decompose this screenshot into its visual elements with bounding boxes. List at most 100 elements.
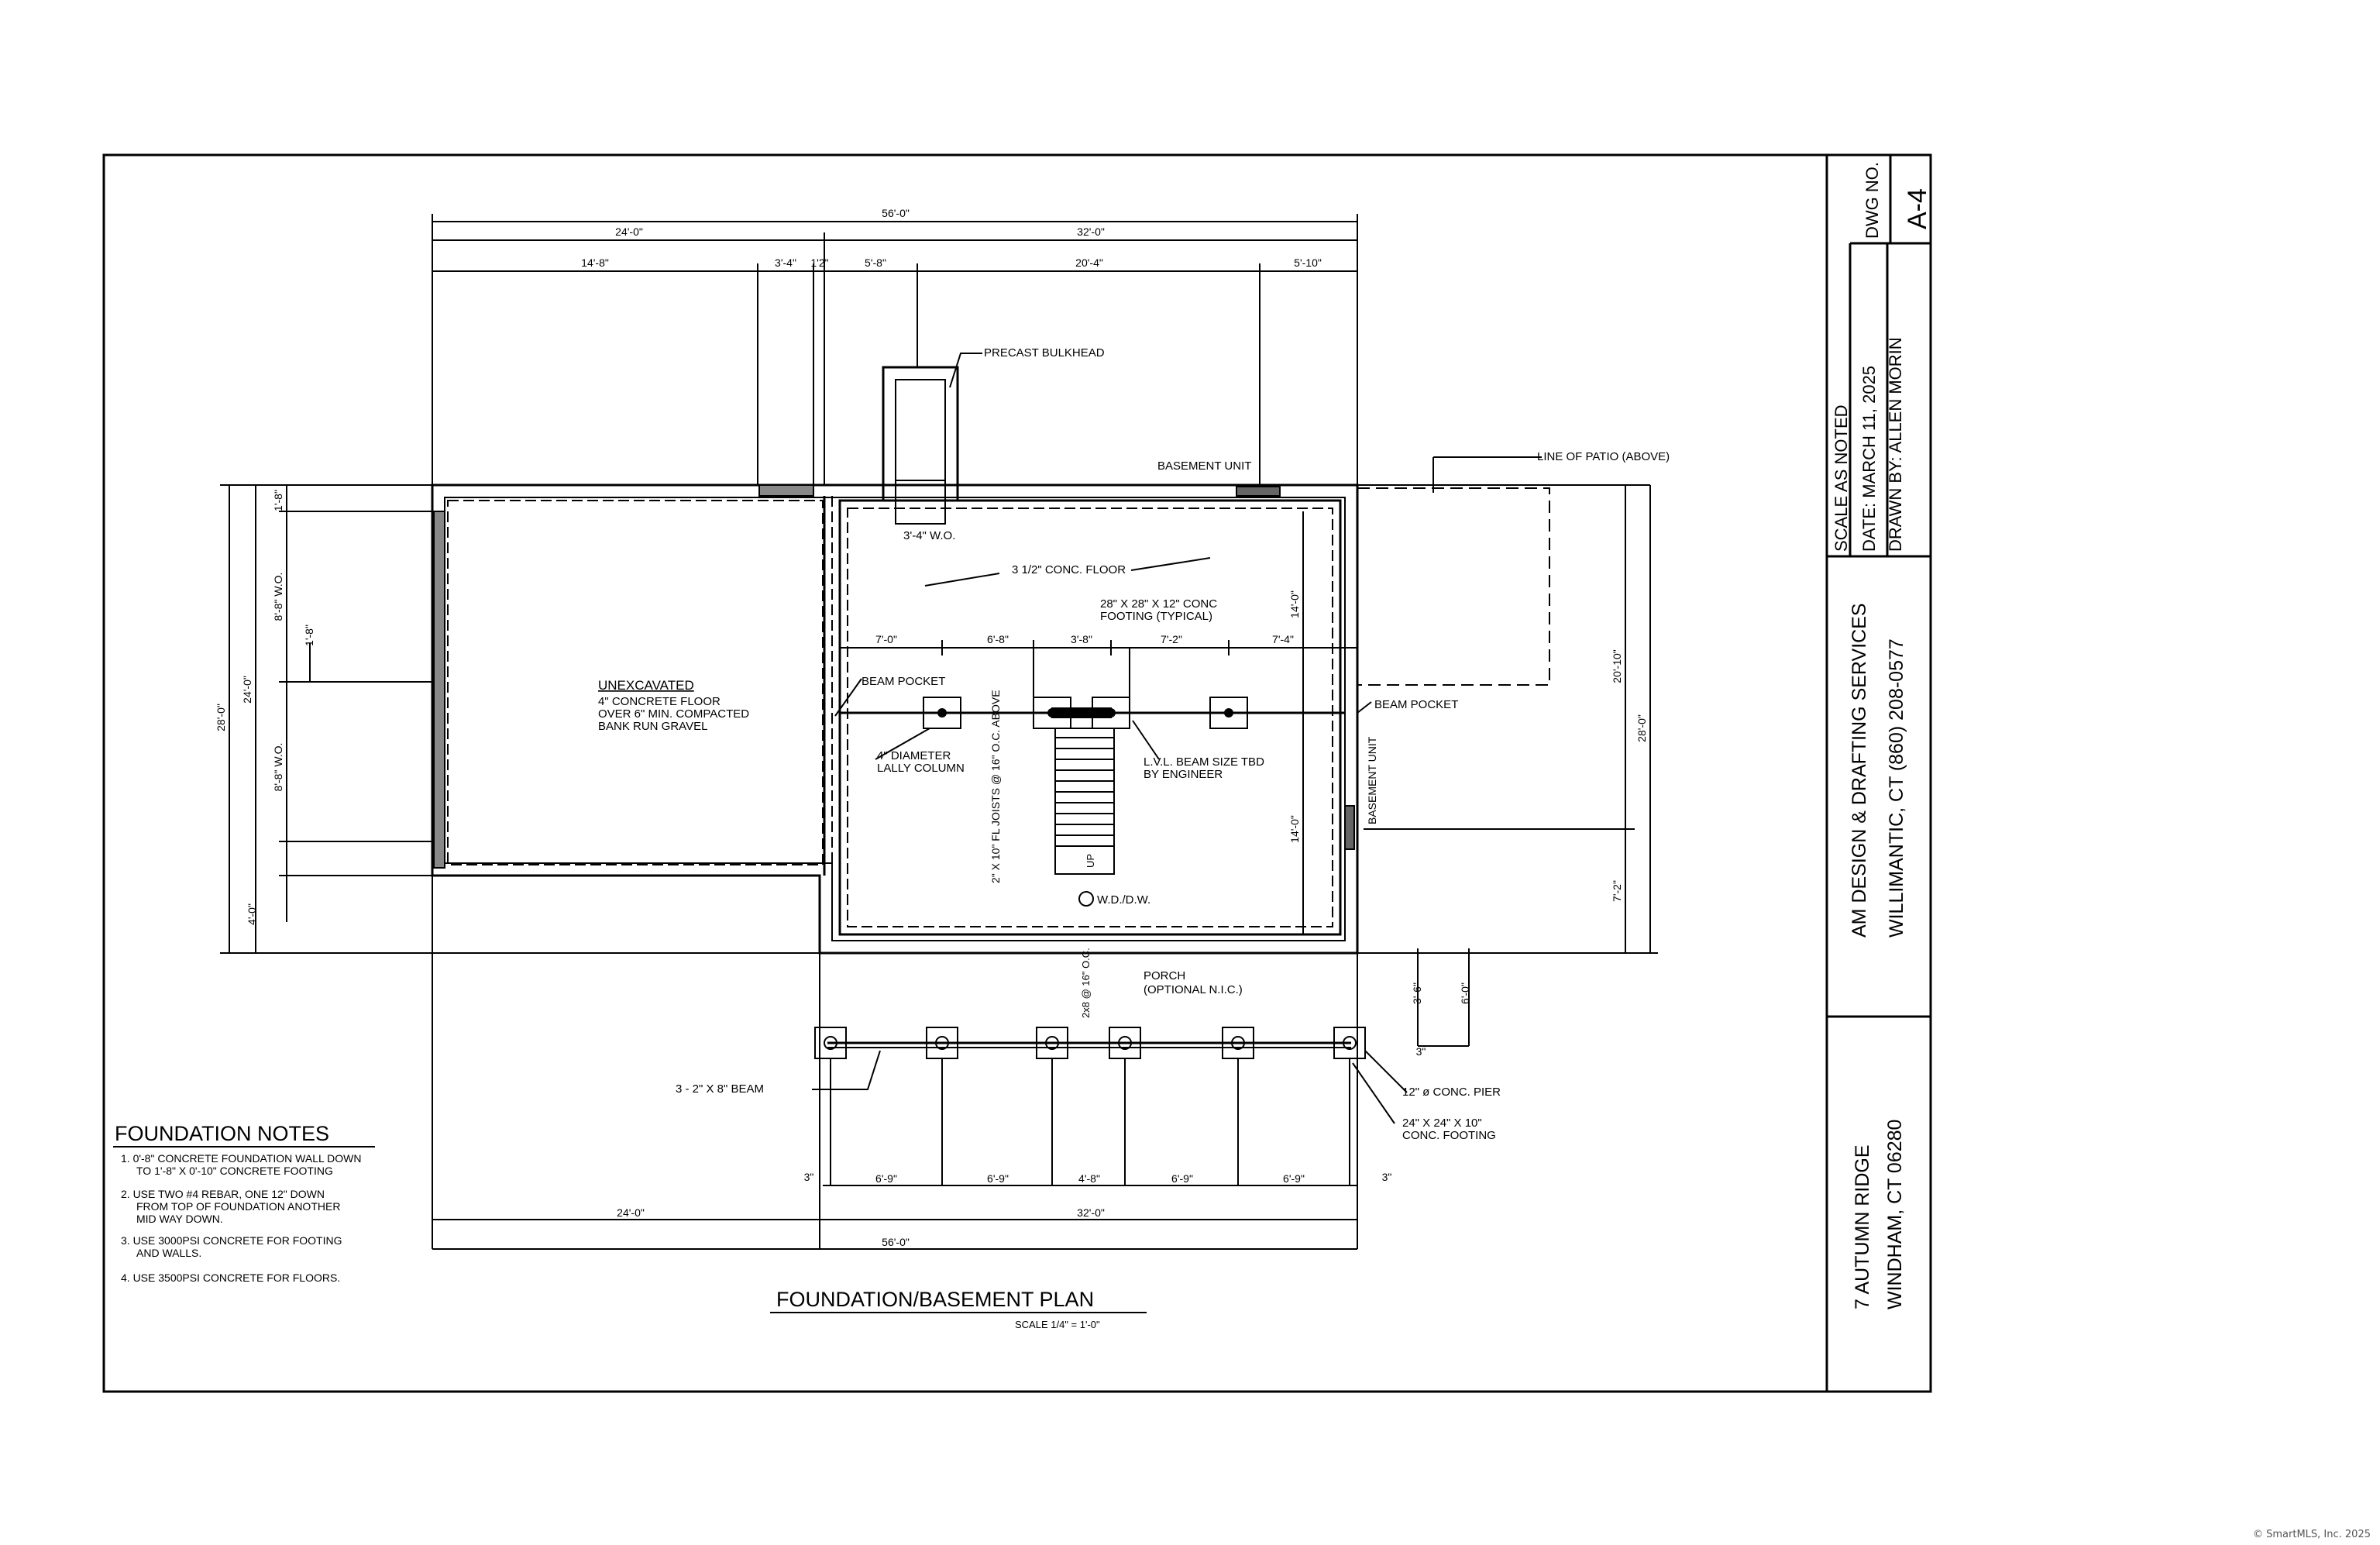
basement-stairs — [1054, 728, 1115, 875]
dim-top-seg5: 20'-4" — [1075, 256, 1103, 269]
project-street: 7 AUTUMN RIDGE — [1852, 1144, 1873, 1309]
dim-right-wall-lower: 14'-0" — [1288, 815, 1301, 843]
dim-int-2: 6'-8" — [987, 633, 1009, 645]
label-line-of-patio: LINE OF PATIO (ABOVE) — [1537, 450, 1670, 463]
dim-int-1: 7'-0" — [875, 633, 897, 645]
label-up: UP — [1085, 854, 1096, 868]
copyright-watermark: © SmartMLS, Inc. 2025 — [2252, 1529, 2371, 1540]
interior-dimensions — [840, 640, 1357, 656]
foundation-plan — [220, 214, 1658, 1250]
label-porch-joists: 2x8 @ 16" O.C. — [1080, 948, 1092, 1018]
dim-top-seg2: 3'-4" — [775, 256, 796, 269]
label-pier: 12" ø CONC. PIER — [1402, 1086, 1501, 1099]
note-2b: FROM TOP OF FOUNDATION ANOTHER — [136, 1200, 340, 1213]
label-porch-1: PORCH — [1144, 969, 1185, 982]
dim-left-a: 1'-8" — [272, 490, 284, 511]
dim-left-c: 1'-8" — [303, 625, 315, 646]
label-lally-2: LALLY COLUMN — [877, 762, 965, 775]
dwg-no-value: A-4 — [1903, 188, 1932, 229]
label-pier-footing-1: 24" X 24" X 10" — [1402, 1117, 1482, 1130]
note-1b: TO 1'-8" X 0'-10" CONCRETE FOOTING — [136, 1165, 333, 1177]
scale-field: SCALE AS NOTED — [1831, 404, 1851, 552]
drawn-by-field: DRAWN BY: ALLEN MORIN — [1886, 337, 1905, 552]
dwg-no-label: DWG NO. — [1862, 162, 1882, 239]
dim-bottom-p3: 4'-8" — [1078, 1172, 1100, 1185]
footing-4 — [1209, 697, 1248, 729]
note-2a: 2. USE TWO #4 REBAR, ONE 12" DOWN — [121, 1188, 325, 1200]
notes-heading: FOUNDATION NOTES — [115, 1122, 329, 1145]
dim-bottom-p1: 6'-9" — [875, 1172, 897, 1185]
leader-lines — [812, 353, 1542, 1124]
label-footing-typical-1: 28" X 28" X 12" CONC — [1100, 597, 1217, 611]
label-joist-note: 2" X 10" FL JOISTS @ 16" O.C. ABOVE — [989, 690, 1002, 883]
label-footing-typical-2: FOOTING (TYPICAL) — [1100, 610, 1212, 623]
label-unexc-note-3: BANK RUN GRAVEL — [598, 720, 707, 733]
top-dimensions — [432, 214, 1358, 485]
dim-bottom-right: 32'-0" — [1077, 1206, 1105, 1219]
label-precast-bulkhead: PRECAST BULKHEAD — [984, 346, 1105, 360]
dim-int-3: 3'-8" — [1071, 633, 1092, 645]
dim-top-seg4: 5'-8" — [865, 256, 886, 269]
dim-int-5: 7'-4" — [1272, 633, 1294, 645]
dim-bottom-edge-left: 3" — [804, 1171, 814, 1183]
date-field: DATE: MARCH 11, 2025 — [1859, 366, 1879, 552]
hatched-wall-top — [758, 484, 814, 497]
note-2c: MID WAY DOWN. — [136, 1213, 223, 1225]
note-1a: 1. 0'-8" CONCRETE FOUNDATION WALL DOWN — [121, 1152, 361, 1165]
plan-scale-note: SCALE 1/4" = 1'-0" — [1015, 1319, 1100, 1330]
dim-top-seg6: 5'-10" — [1294, 256, 1322, 269]
dim-left-d: 8'-8" W.O. — [272, 743, 284, 792]
dim-top-right: 32'-0" — [1077, 225, 1105, 238]
right-dimensions — [1302, 485, 1658, 1047]
bulkhead-opening — [895, 480, 946, 525]
dim-bottom-p5: 6'-9" — [1283, 1172, 1305, 1185]
label-pier-footing-2: CONC. FOOTING — [1402, 1129, 1496, 1142]
label-unexc-note-1: 4" CONCRETE FLOOR — [598, 695, 721, 708]
plan-title: FOUNDATION/BASEMENT PLAN — [776, 1288, 1094, 1311]
basement-unit-side — [1344, 805, 1355, 850]
title-block — [1825, 155, 1931, 1392]
dim-top-overall: 56'-0" — [882, 207, 910, 219]
label-conc-floor: 3 1/2" CONC. FLOOR — [1012, 563, 1126, 576]
label-lvl-2: BY ENGINEER — [1144, 768, 1223, 781]
dim-bottom-p4: 6'-9" — [1171, 1172, 1193, 1185]
company-name: AM DESIGN & DRAFTING SERVICES — [1849, 603, 1870, 938]
label-opening: 3'-4" W.O. — [903, 529, 955, 542]
bottom-dimensions — [432, 876, 1358, 1250]
footing-1 — [923, 697, 961, 729]
label-lally-1: 4" DIAMETER — [877, 749, 951, 762]
label-unexcavated: UNEXCAVATED — [598, 678, 694, 693]
label-beam-pocket-right: BEAM POCKET — [1374, 698, 1458, 711]
dim-left-overall: 28'-0" — [215, 704, 227, 731]
dimension-labels: 56'-0" 24'-0" 32'-0" 14'-8" 3'-4" 1'2" 5… — [215, 207, 1648, 1248]
note-4: 4. USE 3500PSI CONCRETE FOR FLOORS. — [121, 1271, 340, 1284]
sheet-border — [102, 153, 1932, 1393]
porch-framing — [814, 953, 1366, 1193]
dim-bottom-edge-right: 3" — [1382, 1171, 1392, 1183]
patio-line-above — [1357, 487, 1550, 686]
label-porch-2: (OPTIONAL N.I.C.) — [1144, 983, 1243, 996]
basement-room-dashed — [847, 508, 1333, 927]
label-beam: 3 - 2" X 8" BEAM — [676, 1082, 764, 1096]
dim-right-porch-b: 6'-0" — [1459, 982, 1471, 1004]
label-basement-unit-top: BASEMENT UNIT — [1157, 459, 1251, 473]
dim-right-inner: 20'-10" — [1611, 649, 1623, 683]
plan-labels: PRECAST BULKHEAD BASEMENT UNIT LINE OF P… — [598, 346, 1670, 1142]
label-wd: W.D./D.W. — [1097, 893, 1150, 907]
hatched-wall-left — [433, 511, 445, 869]
unexcavated-area — [447, 500, 824, 865]
project-town: WINDHAM, CT 06280 — [1884, 1120, 1906, 1309]
left-dimensions — [220, 484, 820, 954]
note-3a: 3. USE 3000PSI CONCRETE FOR FOOTING — [121, 1234, 342, 1247]
dim-bottom-left: 24'-0" — [617, 1206, 645, 1219]
label-lvl-1: L.V.L. BEAM SIZE TBD — [1144, 755, 1264, 769]
dim-left-b: 8'-8" W.O. — [272, 573, 284, 621]
note-3b: AND WALLS. — [136, 1247, 201, 1259]
basement-room — [838, 499, 1342, 936]
dim-bottom-p2: 6'-9" — [987, 1172, 1009, 1185]
dim-bottom-overall: 56'-0" — [882, 1236, 910, 1248]
dim-top-seg3: 1'2" — [810, 256, 828, 269]
basement-unit-top — [1236, 486, 1281, 497]
dim-top-left: 24'-0" — [615, 225, 643, 238]
